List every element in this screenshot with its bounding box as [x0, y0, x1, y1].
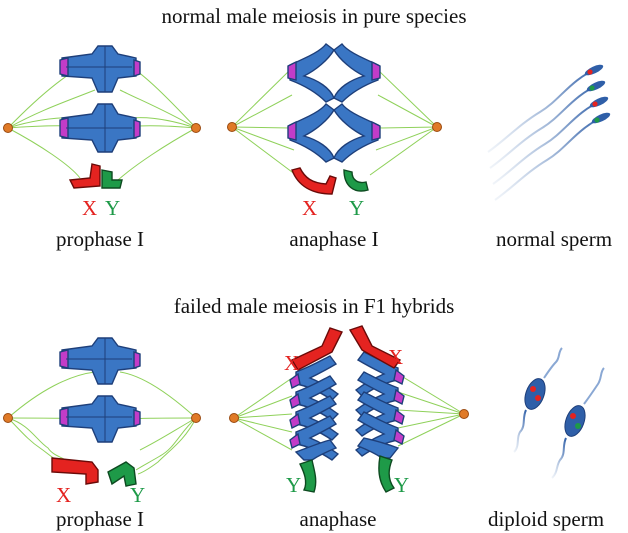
y-chromosome	[343, 169, 369, 192]
bottom-right-caption: diploid sperm	[488, 507, 604, 531]
spindle-pole-left	[229, 413, 239, 423]
x-chromosome	[291, 327, 343, 371]
autosome-bivalent	[59, 45, 141, 93]
autosome-left	[287, 43, 335, 163]
spindle-pole-left	[3, 123, 13, 133]
spindle-pole-right	[191, 123, 201, 133]
bottom-middle-caption: anaphase	[300, 507, 377, 531]
sperm-cell	[487, 64, 604, 153]
autosome-stack-right	[354, 351, 405, 459]
autosome-bivalent	[59, 337, 141, 385]
spindle-pole-right	[191, 413, 201, 423]
diploid-sperm-group	[513, 347, 605, 479]
x-chromosome	[291, 167, 337, 195]
top-anaphase-cell: X Y	[227, 43, 442, 220]
y-label: Y	[349, 196, 364, 220]
spindle-pole-left	[227, 122, 237, 132]
bottom-panel-title: failed male meiosis in F1 hybrids	[174, 294, 455, 318]
x-chromosome	[68, 163, 101, 189]
x-label: X	[56, 483, 71, 507]
top-middle-caption: anaphase I	[289, 227, 378, 251]
diploid-sperm-cell	[513, 347, 563, 453]
spindle-pole-right	[459, 409, 469, 419]
y-label: Y	[130, 483, 145, 507]
y-label: Y	[105, 196, 120, 220]
x-chromosome	[51, 457, 99, 485]
spindle-fibers	[233, 373, 465, 451]
autosome-right	[333, 43, 381, 163]
top-left-caption: prophase I	[56, 227, 144, 251]
y-label-left: Y	[286, 473, 301, 497]
top-right-caption: normal sperm	[496, 227, 612, 251]
bottom-anaphase-cell: X X Y Y	[229, 325, 469, 497]
y-chromosome	[299, 459, 317, 493]
sperm-cell	[494, 112, 611, 201]
bottom-panel: failed male meiosis in F1 hybrids	[3, 294, 605, 531]
sperm-cell	[492, 96, 609, 185]
y-chromosome	[107, 461, 137, 487]
spindle-fibers	[231, 69, 438, 176]
bottom-left-caption: prophase I	[56, 507, 144, 531]
y-label-right: Y	[394, 473, 409, 497]
spindle-pole-left	[3, 413, 13, 423]
x-label: X	[302, 196, 317, 220]
top-prophase-cell: X Y	[3, 45, 201, 220]
top-panel: normal male meiosis in pure species	[3, 4, 612, 251]
x-label: X	[82, 196, 97, 220]
y-chromosome	[378, 455, 396, 493]
spindle-pole-right	[432, 122, 442, 132]
x-label-left: X	[284, 351, 299, 375]
autosome-bivalent	[59, 103, 141, 153]
bottom-prophase-cell: X Y	[3, 337, 201, 507]
sperm-cell	[489, 80, 606, 169]
normal-sperm-group	[487, 64, 611, 201]
x-chromosome	[348, 325, 402, 369]
autosome-stack-left	[289, 355, 340, 461]
y-chromosome	[101, 169, 123, 189]
top-panel-title: normal male meiosis in pure species	[161, 4, 466, 28]
x-label-right: X	[388, 345, 403, 369]
autosome-bivalent	[59, 395, 141, 443]
diploid-sperm-cell	[551, 367, 605, 479]
